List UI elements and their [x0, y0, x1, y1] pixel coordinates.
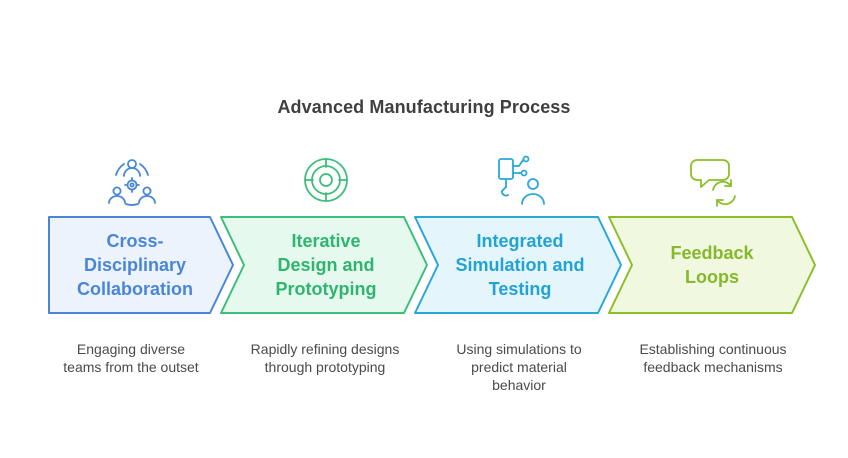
step-4-label: Feedback Loops	[670, 243, 754, 287]
step-3-label: Integrated Simulation and Testing	[455, 231, 585, 299]
diagram-title: Advanced Manufacturing Process	[277, 97, 571, 117]
step-1-chevron	[48, 216, 234, 314]
step-1-description: Engaging diverse teams from the outset	[63, 341, 199, 375]
step-2-label: Iterative Design and Prototyping	[275, 231, 377, 299]
step-2-chevron	[220, 216, 428, 314]
step-4-chevron	[608, 216, 816, 314]
team-collaboration-icon	[108, 159, 156, 206]
step-1-label: Cross-Disciplinary Collaboration	[77, 231, 193, 299]
step-3-description: Using simulations to predict material be…	[456, 341, 582, 393]
step-4-description: Establishing continuous feedback mechani…	[639, 341, 787, 375]
target-icon	[304, 158, 348, 202]
feedback-loop-icon	[690, 159, 736, 207]
step-2-description: Rapidly refining designs through prototy…	[250, 341, 400, 375]
step-3-chevron	[414, 216, 622, 314]
simulation-user-icon	[498, 155, 545, 205]
